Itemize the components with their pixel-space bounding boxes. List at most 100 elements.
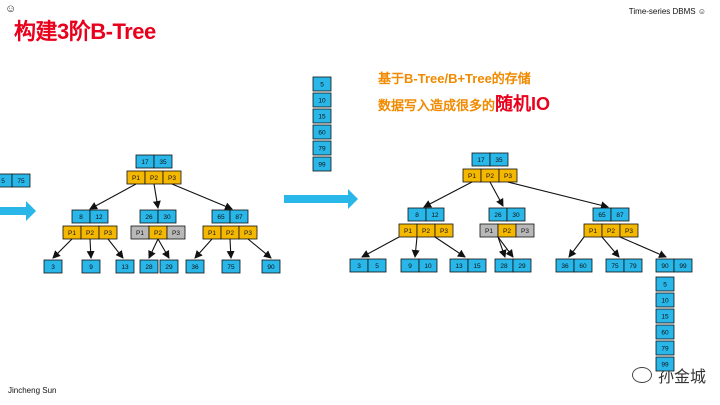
- right-root-arrow-3: [507, 181, 609, 210]
- left-arrow-a1: [52, 238, 73, 259]
- right-leaf-4-key-0-text: 36: [561, 263, 569, 270]
- right-mid-2-ptr-0-text: P1: [589, 228, 597, 235]
- left-mid-0-ptr-0-text: P1: [68, 230, 76, 237]
- right-leaf-3-key-1: [512, 258, 532, 273]
- right-column-0: [655, 276, 675, 292]
- right-leaf-0-key-0-text: 3: [357, 263, 361, 270]
- left-leaf-1-text: 9: [89, 264, 93, 271]
- right-mid-2-key-0-text: 65: [598, 212, 606, 219]
- left-mid-2-ptr-1-text: P2: [226, 230, 234, 237]
- right-mid-0-key-0-text: 8: [415, 212, 419, 219]
- left-mid-1-key-0-text: 26: [145, 214, 153, 221]
- right-mid-0-key-1-text: 12: [431, 212, 439, 219]
- right-leaf-5-key-1: [623, 258, 643, 273]
- right-root-ptr-1-text: P2: [486, 173, 494, 180]
- left-leaf-5: [185, 259, 205, 274]
- left-arrow-c1: [194, 238, 213, 259]
- insert-stack-5-text: 99: [318, 162, 326, 169]
- left-arrow-a3: [107, 238, 124, 259]
- right-column-2: [655, 308, 675, 324]
- left-mid-1-ptr-0-text: P1: [136, 230, 144, 237]
- right-root-key-1-text: 35: [495, 157, 503, 164]
- left-partial-node-key-1: [11, 173, 31, 188]
- left-root-arrow-2: [152, 183, 161, 209]
- insert-stack-1-text: 10: [318, 98, 326, 105]
- right-column-5-text: 99: [661, 362, 669, 369]
- right-leaf-2-key-0-text: 13: [455, 263, 463, 270]
- left-root-arrow-1: [89, 183, 137, 210]
- right-leaf-0-key-1-text: 5: [375, 263, 379, 270]
- right-leaf-0-key-1: [367, 258, 387, 273]
- right-leaf-4-key-1-text: 60: [579, 263, 587, 270]
- left-mid-1-key-1-text: 30: [163, 214, 171, 221]
- right-mid-2-key-1: [610, 207, 630, 222]
- slide-title: 构建3阶B-Tree: [14, 19, 156, 44]
- right-arrow-b2: [497, 236, 514, 258]
- left-flow-arrow: [0, 201, 36, 221]
- right-mid-2-ptr-1-text: P2: [607, 228, 615, 235]
- right-root-arrow-1: [423, 181, 473, 208]
- right-column-4: [655, 340, 675, 356]
- left-arrow-c2: [226, 238, 235, 259]
- left-leaf-4: [159, 259, 179, 274]
- right-mid-1-ptr-2-text: P3: [521, 228, 529, 235]
- right-arrow-a2: [411, 236, 420, 258]
- right-mid-2-ptr-2-text: P3: [625, 228, 633, 235]
- right-column-2-text: 15: [661, 314, 669, 321]
- smiley-icon: ☺: [5, 3, 17, 15]
- right-arrow-c1: [568, 236, 585, 258]
- right-leaf-5-key-0-text: 75: [611, 263, 619, 270]
- left-leaf-7: [261, 259, 281, 274]
- left-mid-0-ptr-1-text: P2: [86, 230, 94, 237]
- left-leaf-2-text: 13: [121, 264, 129, 271]
- right-leaf-3-key-1-text: 29: [518, 263, 526, 270]
- right-mid-0-key-1: [425, 207, 445, 222]
- right-leaf-2-key-1: [467, 258, 487, 273]
- left-mid-1-ptr-2-text: P3: [172, 230, 180, 237]
- left-leaf-2: [115, 259, 135, 274]
- right-mid-0-ptr-2-text: P3: [440, 228, 448, 235]
- right-column-3: [655, 324, 675, 340]
- insert-stack-1: [312, 92, 332, 108]
- insert-stack-2: [312, 108, 332, 124]
- right-leaf-3-key-0-text: 28: [500, 263, 508, 270]
- note-line-2-prefix: 数据写入造成很多的: [378, 98, 496, 113]
- left-mid-1-ptr-2: [166, 225, 186, 240]
- left-arrow-b1: [148, 238, 159, 259]
- left-partial-node-key-0-text: 5: [1, 178, 5, 185]
- right-mid-2-ptr-2: [619, 223, 639, 238]
- right-arrow-a1: [361, 236, 400, 258]
- right-mid-1-key-1: [506, 207, 526, 222]
- right-root-key-0-text: 17: [477, 157, 485, 164]
- left-mid-2-ptr-0-text: P1: [208, 230, 216, 237]
- left-root-key-1: [153, 154, 173, 169]
- left-mid-1-ptr-1-text: P2: [154, 230, 162, 237]
- left-root-ptr-1-text: P2: [150, 175, 158, 182]
- right-leaf-6-key-1-text: 99: [679, 263, 687, 270]
- watermark-text: 孙金城: [657, 369, 706, 386]
- left-mid-0-key-0-text: 8: [79, 214, 83, 221]
- right-root-arrow-2: [489, 181, 504, 207]
- right-mid-2-key-1-text: 87: [616, 212, 624, 219]
- left-root-arrow-3: [171, 183, 233, 210]
- right-column-1: [655, 292, 675, 308]
- left-root-ptr-0-text: P1: [132, 175, 140, 182]
- right-arrow-b1: [497, 236, 507, 258]
- right-mid-1-key-0-text: 26: [494, 212, 502, 219]
- right-leaf-2-key-1-text: 15: [473, 263, 481, 270]
- left-mid-1-key-1: [157, 209, 177, 224]
- left-root-key-0-text: 17: [141, 159, 149, 166]
- left-root-ptr-2-text: P3: [168, 175, 176, 182]
- right-leaf-6-key-1: [673, 258, 693, 273]
- left-arrow-a2: [86, 238, 95, 259]
- insert-stack-3-text: 60: [318, 130, 326, 137]
- right-mid-0-ptr-2: [434, 223, 454, 238]
- right-column-3-text: 60: [661, 330, 669, 337]
- right-leaf-1-key-1-text: 10: [424, 263, 432, 270]
- right-column-0-text: 5: [663, 282, 667, 289]
- right-arrow-c2: [601, 236, 620, 258]
- left-root-key-1-text: 35: [159, 159, 167, 166]
- left-leaf-4-text: 29: [165, 264, 173, 271]
- insert-stack-0-text: 5: [320, 82, 324, 89]
